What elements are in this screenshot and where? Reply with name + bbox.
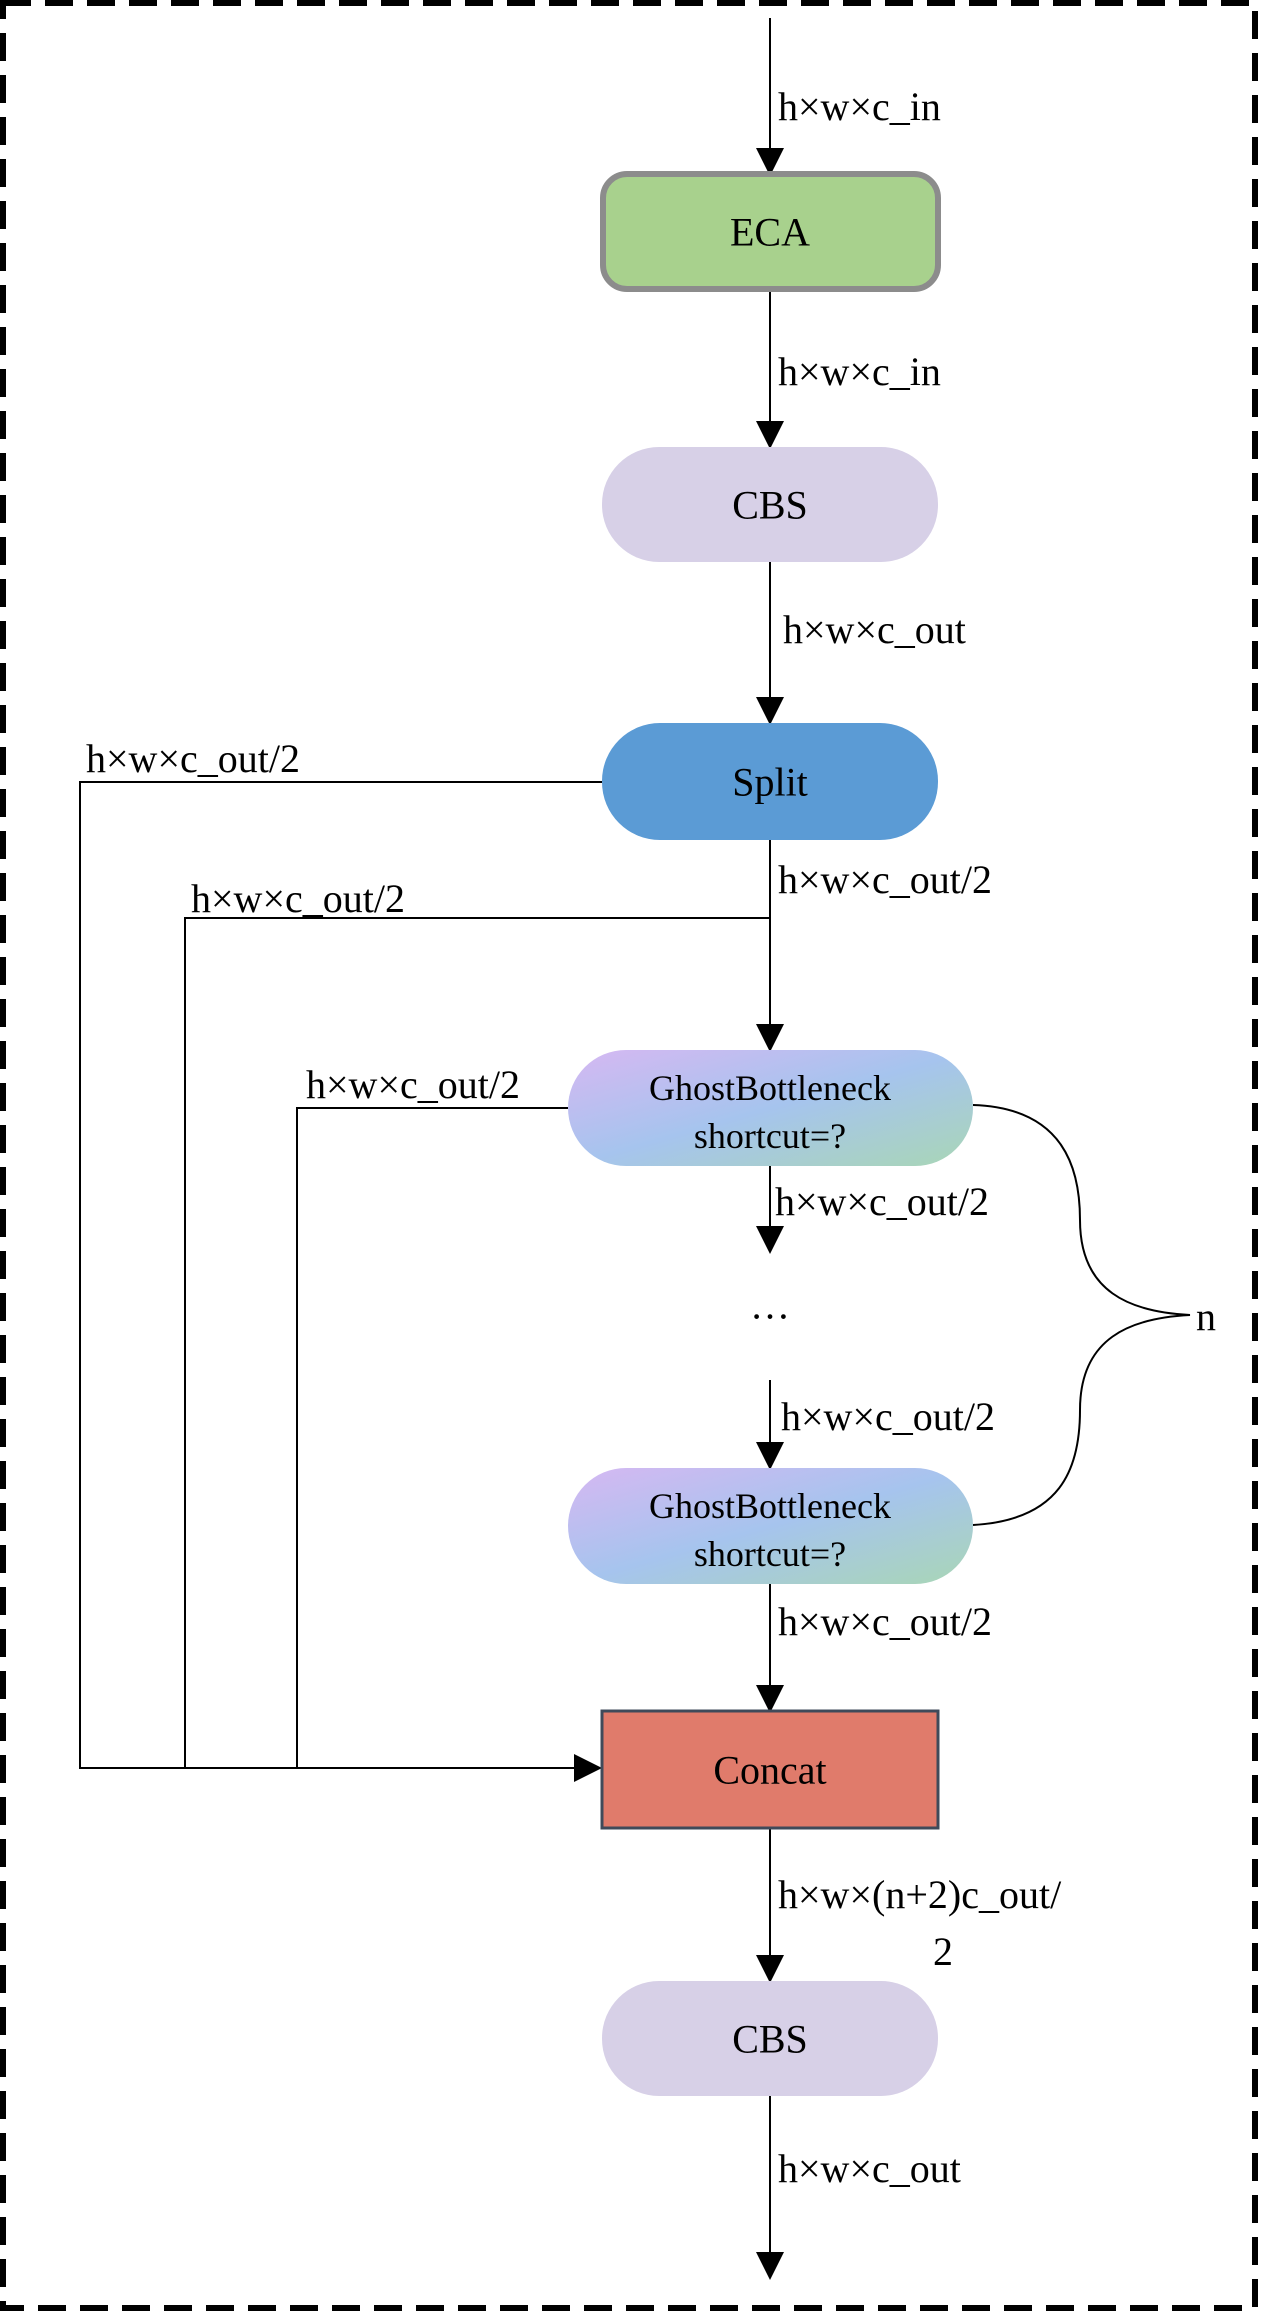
split-label: Split: [732, 760, 808, 805]
edge-split-bypass: [79, 781, 602, 1769]
label-to-ghost2: h×w×c_out/2: [781, 1394, 995, 1439]
label-cbs-to-split: h×w×c_out: [783, 607, 966, 652]
ghost1-line1: GhostBottleneck: [649, 1068, 891, 1108]
eca-node: ECA: [600, 171, 941, 292]
split-node: Split: [602, 723, 938, 840]
label-concat-out-line2: 2: [933, 1929, 953, 1974]
cbs-top-label: CBS: [732, 483, 808, 528]
edge-ghost1-bypass: [296, 1107, 602, 1782]
concat-label: Concat: [713, 1748, 826, 1793]
repeat-label: n: [1196, 1294, 1216, 1339]
cbs-top-node: CBS: [602, 447, 938, 562]
label-split-down: h×w×c_out/2: [778, 857, 992, 902]
label-branch-bypass: h×w×c_out/2: [191, 876, 405, 921]
label-ghost1-bypass: h×w×c_out/2: [306, 1062, 520, 1107]
ellipsis: …: [750, 1283, 790, 1328]
ghost1-line2: shortcut=?: [694, 1116, 846, 1156]
ghostbottleneck-node-2: GhostBottleneck shortcut=?: [568, 1468, 973, 1584]
label-eca-to-cbs: h×w×c_in: [778, 349, 941, 394]
cbs-bottom-label: CBS: [732, 2017, 808, 2062]
label-concat-out-line1: h×w×(n+2)c_out/: [778, 1872, 1062, 1917]
ghost2-line2: shortcut=?: [694, 1534, 846, 1574]
ghost2-line1: GhostBottleneck: [649, 1486, 891, 1526]
label-input: h×w×c_in: [778, 84, 941, 129]
eca-label: ECA: [730, 210, 810, 255]
edge-branch-bypass: [184, 917, 770, 1768]
label-ghost1-down: h×w×c_out/2: [775, 1179, 989, 1224]
label-split-bypass: h×w×c_out/2: [86, 736, 300, 781]
label-output: h×w×c_out: [778, 2146, 961, 2191]
repeat-brace: [972, 1104, 1191, 1526]
ghostbottleneck-node-1: GhostBottleneck shortcut=?: [568, 1050, 973, 1166]
concat-node: Concat: [600, 1709, 940, 1830]
label-ghost2-down: h×w×c_out/2: [778, 1599, 992, 1644]
cbs-bottom-node: CBS: [602, 1981, 938, 2096]
